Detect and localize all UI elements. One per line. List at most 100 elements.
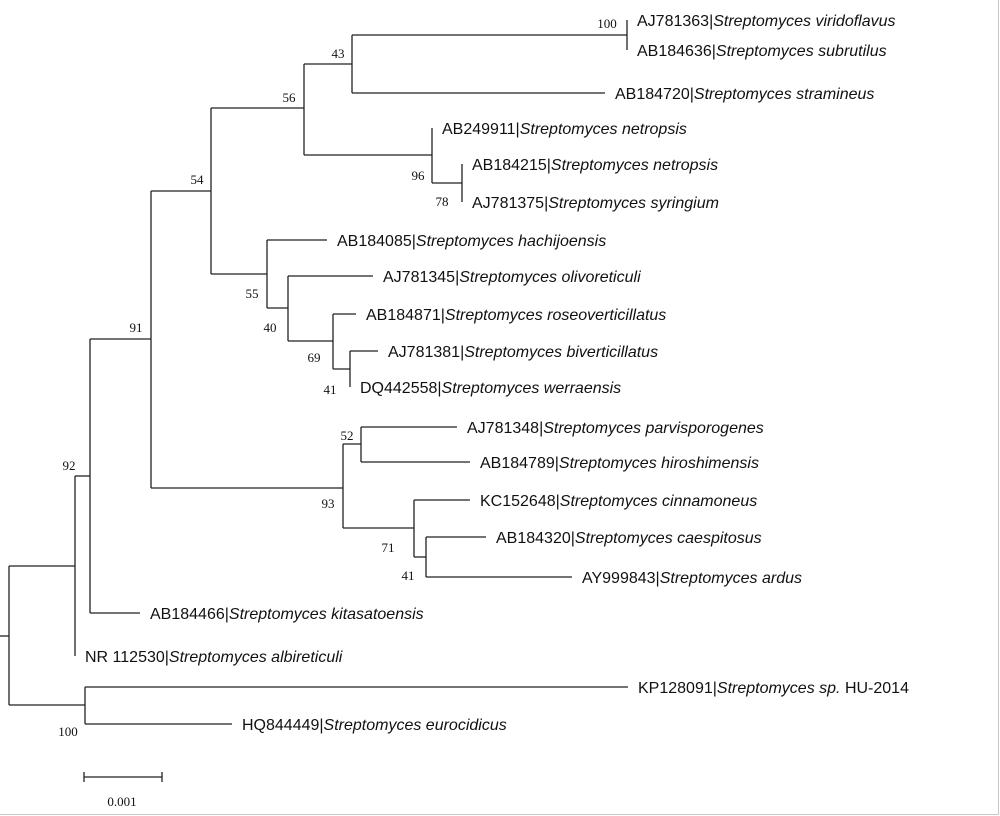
leaf-accession: AJ781375	[472, 195, 544, 212]
leaf-separator: |	[455, 269, 459, 286]
leaf-label: AJ781381|Streptomyces biverticillatus	[388, 344, 658, 361]
leaf-separator: |	[319, 717, 323, 734]
leaf-separator: |	[539, 420, 543, 437]
leaf-accession: AB249911	[442, 121, 516, 138]
leaf-separator: |	[460, 344, 464, 361]
leaf-species: Streptomyces subrutilus	[716, 43, 887, 60]
leaf-label: AJ781363|Streptomyces viridoflavus	[637, 13, 896, 30]
leaf-label: AJ781375|Streptomyces syringium	[472, 195, 719, 212]
leaf-species: Streptomyces werraensis	[442, 380, 622, 397]
leaf-label: NR 112530|Streptomyces albireticuli	[85, 649, 343, 666]
leaf-separator: |	[437, 380, 441, 397]
leaf-accession: KP128091	[638, 680, 713, 697]
leaf-accession: AJ781363	[637, 13, 709, 30]
leaf-label: AB184320|Streptomyces caespitosus	[496, 530, 762, 547]
bootstrap-value: 93	[322, 496, 335, 511]
leaf-separator: |	[690, 86, 694, 103]
leaf-species: Streptomyces sp.	[717, 680, 841, 697]
leaf-species: Streptomyces netropsis	[551, 157, 718, 174]
leaf-label: AB184466|Streptomyces kitasatoensis	[150, 606, 424, 623]
leaf-labels: AJ781363|Streptomyces viridoflavusAB1846…	[85, 13, 909, 734]
leaf-separator: |	[709, 13, 713, 30]
leaf-species: Streptomyces hiroshimensis	[559, 455, 759, 472]
leaf-separator: |	[656, 570, 660, 587]
leaf-accession: AB184636	[637, 43, 712, 60]
leaf-species: Streptomyces caespitosus	[575, 530, 762, 547]
leaf-label: AB184636|Streptomyces subrutilus	[637, 43, 887, 60]
leaf-accession: AB184085	[337, 233, 412, 250]
bootstrap-value: 96	[412, 168, 426, 183]
leaf-species: Streptomyces kitasatoensis	[229, 606, 424, 623]
leaf-species: Streptomyces viridoflavus	[713, 13, 895, 30]
leaf-accession: AY999843	[582, 570, 656, 587]
leaf-label: KC152648|Streptomyces cinnamoneus	[480, 493, 757, 510]
leaf-label: AB249911|Streptomyces netropsis	[442, 121, 687, 138]
leaf-species: Streptomyces parvisporogenes	[543, 420, 764, 437]
leaf-accession: AB184466	[150, 606, 225, 623]
bootstrap-value: 55	[246, 286, 259, 301]
bootstrap-labels: 100 43 56 96 78 54 55 40 69 41 91 52 93 71 41 92 100	[58, 16, 617, 739]
leaf-species: Streptomyces biverticillatus	[464, 344, 658, 361]
leaf-species: Streptomyces ardus	[660, 570, 802, 587]
leaf-label: DQ442558|Streptomyces werraensis	[360, 380, 621, 397]
leaf-species: Streptomyces syringium	[548, 195, 719, 212]
scale-bar	[83, 772, 163, 782]
leaf-accession: AB184720	[615, 86, 690, 103]
leaf-separator: |	[516, 121, 520, 138]
bootstrap-value: 100	[58, 724, 78, 739]
bootstrap-value: 41	[324, 382, 337, 397]
scale-bar-label: 0.001	[107, 794, 136, 809]
bootstrap-value: 69	[308, 350, 321, 365]
leaf-label: HQ844449|Streptomyces eurocidicus	[242, 717, 507, 734]
leaf-accession: AB184789	[480, 455, 555, 472]
bootstrap-value: 54	[191, 172, 205, 187]
leaf-species: Streptomyces cinnamoneus	[560, 493, 757, 510]
leaf-label: AJ781348|Streptomyces parvisporogenes	[467, 420, 764, 437]
leaf-separator: |	[712, 43, 716, 60]
leaf-separator: |	[713, 680, 717, 697]
leaf-label: AB184215|Streptomyces netropsis	[472, 157, 718, 174]
leaf-accession: NR 112530	[85, 649, 165, 666]
bootstrap-value: 43	[332, 46, 345, 61]
leaf-separator: |	[225, 606, 229, 623]
leaf-accession: AB184215	[472, 157, 547, 174]
leaf-accession: KC152648	[480, 493, 556, 510]
bootstrap-value: 91	[130, 320, 143, 335]
leaf-label: AB184871|Streptomyces roseoverticillatus	[366, 307, 666, 324]
leaf-suffix: HU-2014	[841, 680, 910, 697]
leaf-separator: |	[555, 455, 559, 472]
leaf-accession: AJ781381	[388, 344, 460, 361]
leaf-species: Streptomyces hachijoensis	[416, 233, 606, 250]
leaf-label: AY999843|Streptomyces ardus	[582, 570, 802, 587]
leaf-label: AB184720|Streptomyces stramineus	[615, 86, 874, 103]
bootstrap-value: 40	[264, 320, 277, 335]
leaf-label: AJ781345|Streptomyces olivoreticuli	[383, 269, 641, 286]
leaf-species: Streptomyces eurocidicus	[324, 717, 507, 734]
leaf-separator: |	[412, 233, 416, 250]
leaf-label: AB184085|Streptomyces hachijoensis	[337, 233, 606, 250]
bootstrap-value: 56	[283, 90, 297, 105]
bootstrap-value: 92	[63, 458, 76, 473]
tree-branches	[0, 20, 628, 725]
leaf-accession: AB184320	[496, 530, 571, 547]
leaf-accession: HQ844449	[242, 717, 319, 734]
leaf-species: Streptomyces stramineus	[694, 86, 875, 103]
bootstrap-value: 41	[402, 568, 415, 583]
leaf-accession: AJ781345	[383, 269, 455, 286]
bootstrap-value: 71	[382, 540, 395, 555]
leaf-accession: DQ442558	[360, 380, 437, 397]
leaf-separator: |	[165, 649, 169, 666]
leaf-accession: AB184871	[366, 307, 441, 324]
leaf-separator: |	[571, 530, 575, 547]
leaf-species: Streptomyces roseoverticillatus	[445, 307, 666, 324]
bootstrap-value: 52	[341, 428, 354, 443]
leaf-separator: |	[547, 157, 551, 174]
bootstrap-value: 78	[436, 194, 449, 209]
leaf-label: AB184789|Streptomyces hiroshimensis	[480, 455, 759, 472]
leaf-label: KP128091|Streptomyces sp. HU-2014	[638, 680, 909, 697]
bootstrap-value: 100	[597, 16, 617, 31]
leaf-species: Streptomyces albireticuli	[169, 649, 343, 666]
leaf-separator: |	[441, 307, 445, 324]
leaf-separator: |	[544, 195, 548, 212]
